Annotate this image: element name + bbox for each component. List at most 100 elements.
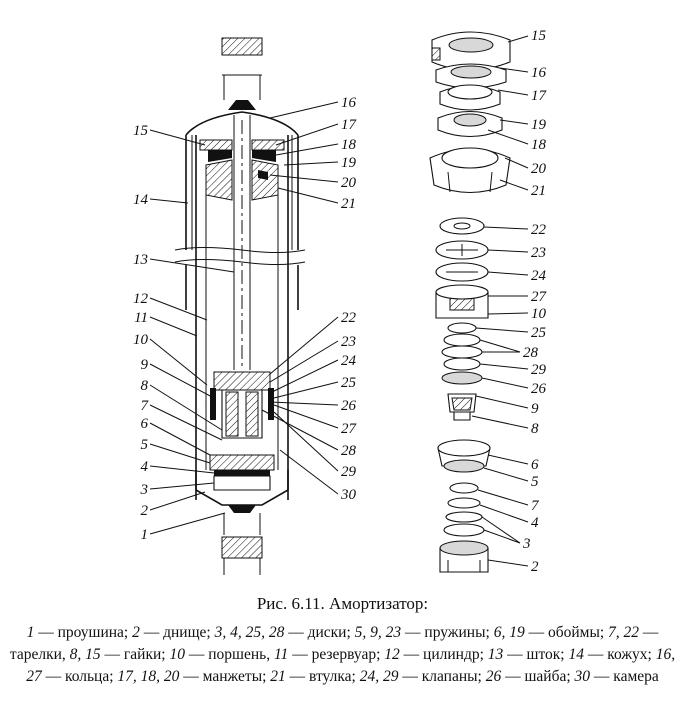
label: 19 xyxy=(531,117,547,133)
figure-legend: 1 — проушина; 2 — днище; 3, 4, 25, 28 — … xyxy=(6,622,679,688)
label: 3 xyxy=(522,536,531,552)
label: 5 xyxy=(141,437,149,453)
exploded-middle xyxy=(435,217,489,421)
label: 18 xyxy=(531,137,547,153)
label: 15 xyxy=(531,28,547,44)
legend-number: 3, 4, 25, 28 xyxy=(214,624,285,641)
label: 8 xyxy=(141,378,149,394)
label: 25 xyxy=(531,325,547,341)
label: 21 xyxy=(531,183,546,199)
main-leaders-right xyxy=(261,101,339,495)
legend-number: 26 xyxy=(485,668,502,685)
label: 30 xyxy=(340,487,357,503)
label: 29 xyxy=(531,362,547,378)
legend-text: — резервуар; xyxy=(288,646,385,663)
legend-text: — проушина; xyxy=(34,624,133,641)
label: 4 xyxy=(531,515,539,531)
legend-number: 11 xyxy=(273,646,289,663)
label: 5 xyxy=(531,474,539,490)
label: 13 xyxy=(133,252,148,268)
legend-number: 17, 18, 20 xyxy=(117,668,180,685)
legend-text: — диски; xyxy=(284,624,355,641)
label: 3 xyxy=(140,482,149,498)
legend-number: 30 xyxy=(574,668,591,685)
legend-text: — манжеты; xyxy=(179,668,271,685)
legend-number: 10 xyxy=(169,646,185,663)
label: 22 xyxy=(341,310,357,326)
label: 17 xyxy=(531,88,548,104)
legend-text: — гайки; xyxy=(100,646,170,663)
label: 23 xyxy=(531,245,546,261)
legend-number: 8, 15 xyxy=(69,646,101,663)
label: 26 xyxy=(531,381,547,397)
label: 16 xyxy=(531,65,547,81)
label: 24 xyxy=(341,353,357,369)
legend-text: — камера xyxy=(590,668,659,685)
exploded-bottom xyxy=(437,439,491,573)
exploded-middle-leaders xyxy=(471,226,529,429)
label: 2 xyxy=(141,503,149,519)
legend-number: 7, 22 xyxy=(608,624,640,641)
legend-text: — цилиндр; xyxy=(399,646,488,663)
label: 11 xyxy=(134,310,148,326)
label: 4 xyxy=(141,459,149,475)
legend-text: — тарелки, xyxy=(9,624,659,663)
legend-number: 14 xyxy=(568,646,584,663)
label: 22 xyxy=(531,222,547,238)
legend-number: 21 xyxy=(270,668,286,685)
legend-text: — шайба; xyxy=(501,668,575,685)
label: 14 xyxy=(133,192,149,208)
label: 15 xyxy=(133,123,149,139)
labels-exploded-bottom: 6 5 7 4 3 2 xyxy=(522,457,540,575)
label: 20 xyxy=(341,175,357,191)
label: 1 xyxy=(141,527,149,543)
label: 26 xyxy=(341,398,357,414)
label: 2 xyxy=(531,559,539,575)
label: 27 xyxy=(531,289,548,305)
labels-main-left: 15 14 13 12 11 10 9 8 7 6 5 4 3 2 1 xyxy=(133,123,150,543)
labels-exploded-middle: 22 23 24 27 10 25 28 29 26 9 8 xyxy=(523,222,548,437)
legend-number: 2 xyxy=(132,624,140,641)
shock-absorber-diagram: 15 14 13 12 11 10 9 8 7 6 5 4 3 2 1 16 1… xyxy=(133,28,548,575)
exploded-bottom-leaders xyxy=(477,454,529,567)
label: 6 xyxy=(531,457,539,473)
legend-text: — пружины; xyxy=(401,624,494,641)
labels-main-right: 16 17 18 19 20 21 22 23 24 25 26 27 28 2… xyxy=(340,95,358,503)
legend-text: — втулка; xyxy=(285,668,360,685)
label: 28 xyxy=(341,443,357,459)
label: 19 xyxy=(341,155,357,171)
label: 6 xyxy=(141,416,149,432)
legend-text: — кольца; xyxy=(41,668,118,685)
legend-text: — днище; xyxy=(139,624,215,641)
legend-text: — обоймы; xyxy=(524,624,609,641)
legend-number: 24, 29 xyxy=(359,668,399,685)
label: 27 xyxy=(341,421,358,437)
labels-exploded-top: 15 16 17 19 18 20 21 xyxy=(531,28,548,199)
label: 28 xyxy=(523,345,539,361)
figure-caption: Рис. 6.11. Амортизатор: xyxy=(256,594,429,613)
exploded-top-leaders xyxy=(487,35,529,191)
label: 23 xyxy=(341,334,356,350)
legend-text: — шток; xyxy=(503,646,569,663)
legend-number: 12 xyxy=(384,646,400,663)
label: 9 xyxy=(141,357,149,373)
main-section-view xyxy=(174,37,306,575)
label: 7 xyxy=(141,398,150,414)
label: 18 xyxy=(341,137,357,153)
label: 24 xyxy=(531,268,547,284)
label: 9 xyxy=(531,401,539,417)
legend-number: 1 xyxy=(26,624,35,641)
legend-number: 13 xyxy=(487,646,504,663)
legend-text: — клапаны; xyxy=(398,668,486,685)
exploded-top xyxy=(429,31,511,193)
label: 16 xyxy=(341,95,357,111)
legend-text: — поршень, xyxy=(184,646,274,663)
label: 10 xyxy=(531,306,547,322)
legend-text: — кожух; xyxy=(583,646,656,663)
legend-number: 6, 19 xyxy=(493,624,525,641)
label: 12 xyxy=(133,291,149,307)
label: 17 xyxy=(341,117,358,133)
label: 21 xyxy=(341,196,356,212)
label: 8 xyxy=(531,421,539,437)
label: 29 xyxy=(341,464,357,480)
